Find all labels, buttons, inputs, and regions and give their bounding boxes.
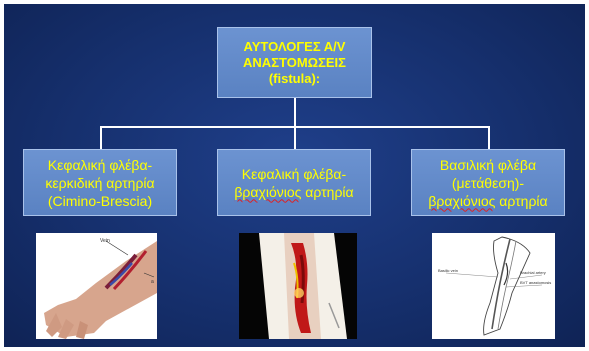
connector-child-3	[488, 126, 490, 149]
child2-line1: Κεφαλική φλέβα-	[234, 165, 353, 183]
connector-child-2	[294, 126, 296, 149]
child-node-cimino-brescia: Κεφαλική φλέβα- κερκιδική αρτηρία (Cimin…	[23, 149, 177, 216]
root-title-line3: (fistula):	[243, 71, 346, 87]
sketch-label-anastomosis: BVT anastomosis	[520, 280, 551, 285]
root-title-line1: ΑΥΤΟΛΟΓΕΣ Α/V	[243, 39, 346, 55]
wrist-label-a: a	[151, 279, 154, 285]
child1-line1: Κεφαλική φλέβα-	[45, 156, 154, 174]
connector-root-down	[294, 98, 296, 127]
wrist-label-vein: Vein	[100, 238, 110, 244]
child1-line3: (Cimino-Brescia)	[45, 192, 154, 210]
slide-background: ΑΥΤΟΛΟΓΕΣ Α/V ΑΝΑΣΤΟΜΩΣΕΙΣ (fistula): Κε…	[4, 4, 585, 347]
child3-line3-word: βραχιόνιος	[428, 193, 495, 209]
child3-line2: (μετάθεση)-	[428, 174, 547, 192]
child1-line2: κερκιδική αρτηρία	[45, 174, 154, 192]
child3-line1: Βασιλική φλέβα	[428, 156, 547, 174]
child3-line3-rest: αρτηρία	[495, 193, 547, 209]
root-node: ΑΥΤΟΛΟΓΕΣ Α/V ΑΝΑΣΤΟΜΩΣΕΙΣ (fistula):	[217, 27, 372, 98]
child2-line2-rest: αρτηρία	[301, 184, 353, 200]
wrist-fistula-illustration: Vein a	[36, 233, 157, 339]
sketch-label-basilic: Basilic vein	[438, 268, 458, 273]
root-title-line2: ΑΝΑΣΤΟΜΩΣΕΙΣ	[243, 55, 346, 71]
connector-child-1	[100, 126, 102, 149]
basilic-transposition-sketch: Basilic vein Brachial artery BVT anastom…	[432, 233, 555, 339]
child-node-cephalic-brachial: Κεφαλική φλέβα- βραχιόνιος αρτηρία	[217, 149, 371, 216]
child2-line2-word: βραχιόνιος	[234, 184, 301, 200]
child-node-basilic-brachial: Βασιλική φλέβα (μετάθεση)- βραχιόνιος αρ…	[411, 149, 565, 216]
surgery-photo	[239, 233, 357, 339]
sketch-label-brachial: Brachial artery	[520, 270, 546, 275]
